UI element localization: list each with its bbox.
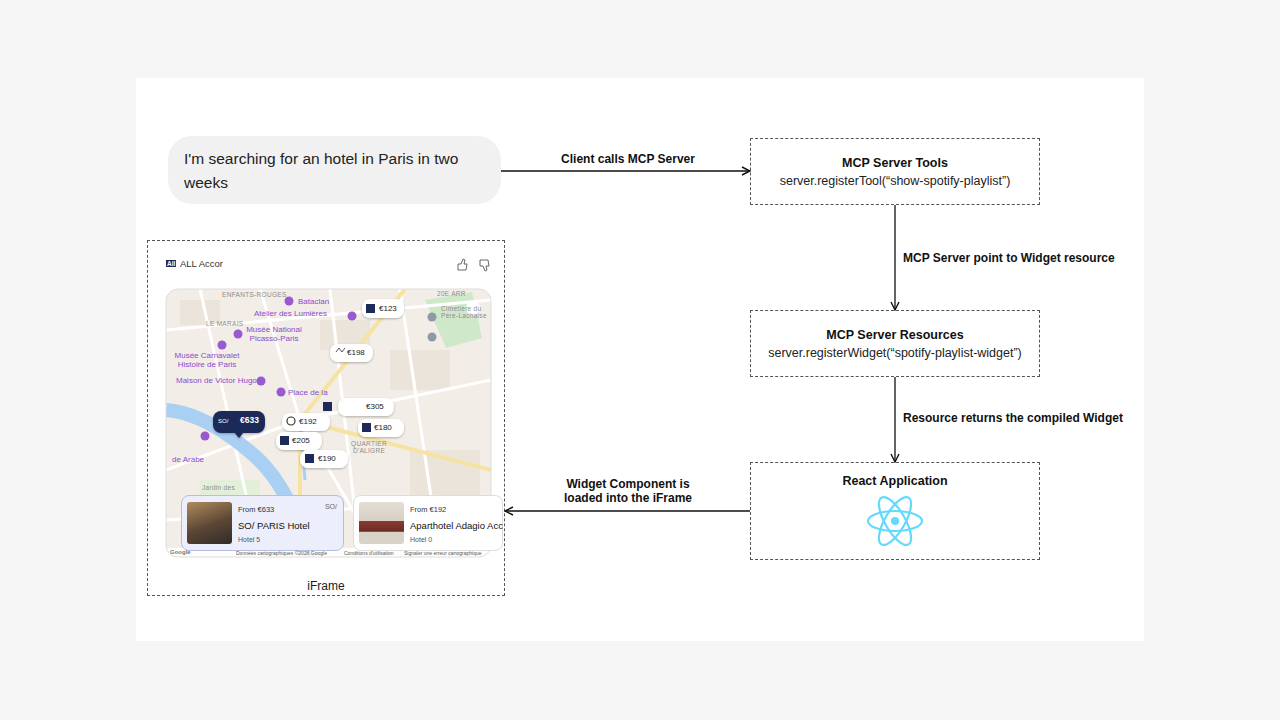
flow-arrow [894,377,895,462]
thumb-icons [458,259,489,271]
flow-arrow [501,170,750,171]
app-box: React Application [750,462,1040,560]
node-text: From €192 [410,505,446,514]
hotel-card: From €633SO/ PARIS HotelHotel 5 SO/ [181,495,344,551]
node-text: Hotel 5 [238,536,260,543]
map-label: €633 [240,416,259,426]
map-label: Google [170,549,191,556]
react-logo [868,493,922,550]
hotel-photo [187,502,232,544]
map-label: All [166,260,176,267]
tool-box: MCP Server Tools server.registerTool(“sho… [750,138,1040,205]
map-label: 20E ARR [437,290,466,297]
map-label: €123 [379,304,397,313]
map-label: €205 [292,436,310,445]
node-text: server.registerWidget(“spotify-playlist-… [768,346,1022,360]
map-label: SO/ [218,418,228,425]
node-text: SO/ PARIS Hotel [238,520,310,531]
map-label: Musée Carnavalet Histoire de Paris [168,351,246,369]
map-label: Cimetière du Père-Lachaise [441,305,487,320]
map-label: LE MARAIS [206,320,243,327]
map-label: QUARTIER D'ALIGRE [345,440,393,455]
map-label: ALL Accor [180,259,223,270]
map-label: €305 [366,402,384,411]
edge-label: Client calls MCP Server [528,152,728,166]
node-text: MCP Server Tools [842,156,948,170]
node-text: React Application [751,474,1039,488]
flow-arrow [894,205,895,310]
node-text: Hotel 0 [410,536,432,543]
edge-label: Resource returns the compiled Widget [903,411,1143,425]
map-label: Place de la [288,388,328,397]
map-label: Conditions d'utilisation [344,551,394,557]
flow-arrow [505,510,750,511]
chat-bubble: I'm searching for an hotel in Paris in t… [168,136,501,204]
node-text: Aparthotel Adagio Acc [410,520,503,531]
node-text: MCP Server Resources [826,328,963,342]
map-label: Données cartographiques ©2026 Google [236,551,327,557]
hotel-card: From €192Aparthotel Adagio AccHotel 0 [353,495,503,551]
map-label: Maison de Victor Hugo [176,376,257,385]
map-label: de Arabe [172,455,204,464]
map-label: €198 [347,348,365,357]
map-label: Signaler une erreur cartographique [404,551,482,557]
hotel-photo [359,502,404,544]
node-text: iFrame [148,579,504,593]
edge-label: Widget Component is loaded into the iFra… [553,477,703,505]
node-text: server.registerTool(“show-spotify-playli… [780,174,1011,188]
map-label: Musée National Picasso-Paris [241,325,307,343]
map-label: €192 [299,417,317,426]
resource-box: MCP Server Resources server.registerWidge… [750,310,1040,377]
node-text: From €633 [238,505,274,514]
node-text: SO/ [325,503,337,510]
edge-label: MCP Server point to Widget resource [903,251,1163,265]
node-text: I'm searching for an hotel in Paris in t… [184,147,485,195]
map-label: Jardin des [202,484,235,491]
map-label: €180 [374,423,392,432]
map-label: ENFANTS-ROUGES [222,291,287,298]
map-label: Atelier des Lumières [254,309,327,318]
map-label: €190 [318,454,336,463]
map-label: Bataclan [298,297,329,306]
